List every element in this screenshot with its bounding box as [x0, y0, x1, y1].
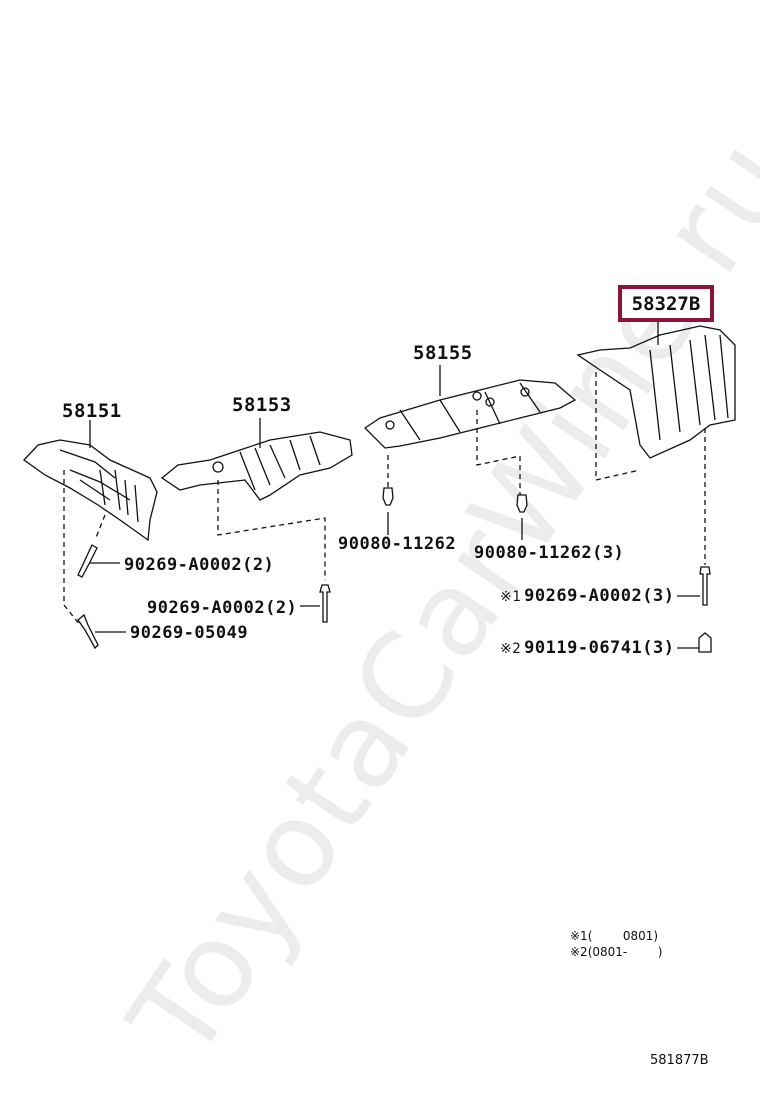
- part-58151-shape: [23, 420, 158, 542]
- dashed-leaders: [63, 372, 706, 626]
- part-58155-shape: [363, 365, 577, 449]
- applicability-note-2: ※2(0801- ): [570, 945, 663, 959]
- fastener-code: 90269-A0002(3): [524, 586, 675, 606]
- part-label-58153[interactable]: 58153: [232, 394, 292, 416]
- part-label-58327B-highlighted[interactable]: 58327B: [618, 285, 714, 322]
- fastener-leaders: [88, 512, 700, 649]
- fastener-label-90080-11262-3[interactable]: 90080-11262(3): [474, 543, 625, 563]
- part-58327B-shape: [576, 320, 736, 459]
- part-label-58151[interactable]: 58151: [62, 400, 122, 422]
- fastener-label-90269-A0002-mid[interactable]: 90269-A0002(2): [147, 598, 298, 618]
- part-label-58155[interactable]: 58155: [413, 342, 473, 364]
- part-number: 58327B: [631, 292, 701, 315]
- diagram-code: 581877B: [650, 1053, 709, 1068]
- fastener-label-90269-05049[interactable]: 90269-05049: [130, 623, 249, 643]
- note-mark-2: ※2: [500, 641, 522, 657]
- part-58153-shape: [160, 418, 353, 501]
- fastener-label-90080-11262[interactable]: 90080-11262: [338, 534, 457, 554]
- bolt-icons: [77, 487, 712, 653]
- fastener-code: 90119-06741(3): [524, 638, 675, 658]
- fastener-label-90269-A0002-left[interactable]: 90269-A0002(2): [124, 555, 275, 575]
- applicability-note-1: ※1( 0801): [570, 929, 659, 943]
- note-mark-1: ※1: [500, 589, 522, 605]
